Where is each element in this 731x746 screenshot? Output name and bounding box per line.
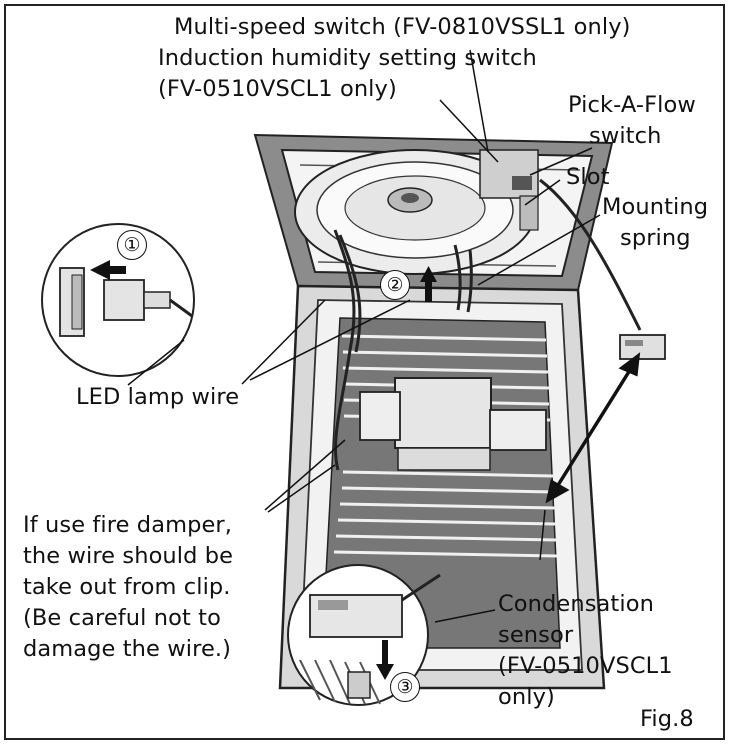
led-connector-inset xyxy=(41,223,195,377)
fire-damper-note-line-4: (Be careful not to xyxy=(23,605,221,631)
fire-damper-note-line-5: damage the wire.) xyxy=(23,636,232,662)
step-1-marker: ① xyxy=(117,230,147,260)
sensor-move-arrow xyxy=(545,352,641,504)
switch-block xyxy=(479,149,539,231)
step-2-marker: ② xyxy=(380,270,410,300)
condensation-sensor-line-1: Condensation xyxy=(498,591,654,617)
figure-number: Fig.8 xyxy=(640,706,694,732)
fire-damper-note-line-1: If use fire damper, xyxy=(23,512,233,538)
mounting-label: Mounting xyxy=(602,194,709,220)
fire-damper-note-line-3: take out from clip. xyxy=(23,574,231,600)
spring-label: spring xyxy=(620,225,691,251)
condensation-sensor-line-4: only) xyxy=(498,684,555,710)
slot-label: Slot xyxy=(566,164,610,190)
humidity-switch-model-label: (FV-0510VSCL1 only) xyxy=(158,76,397,102)
humidity-switch-label: Induction humidity setting switch xyxy=(158,45,537,71)
pick-a-flow-switch-label: switch xyxy=(589,123,662,149)
condensation-sensor-line-2: sensor xyxy=(498,622,574,648)
led-lamp-wire-label: LED lamp wire xyxy=(76,384,240,410)
lift-arrow xyxy=(420,266,437,302)
sensor-inset xyxy=(287,564,441,706)
pick-a-flow-label: Pick-A-Flow xyxy=(568,92,696,118)
multi-speed-switch-label: Multi-speed switch (FV-0810VSSL1 only) xyxy=(174,14,631,40)
fire-damper-note-line-2: the wire should be xyxy=(23,543,234,569)
leader-lines xyxy=(127,49,601,623)
condensation-sensor-box xyxy=(619,334,666,360)
step-3-marker: ③ xyxy=(390,672,420,702)
condensation-sensor-line-3: (FV-0510VSCL1 xyxy=(498,653,673,679)
wires xyxy=(333,178,642,471)
